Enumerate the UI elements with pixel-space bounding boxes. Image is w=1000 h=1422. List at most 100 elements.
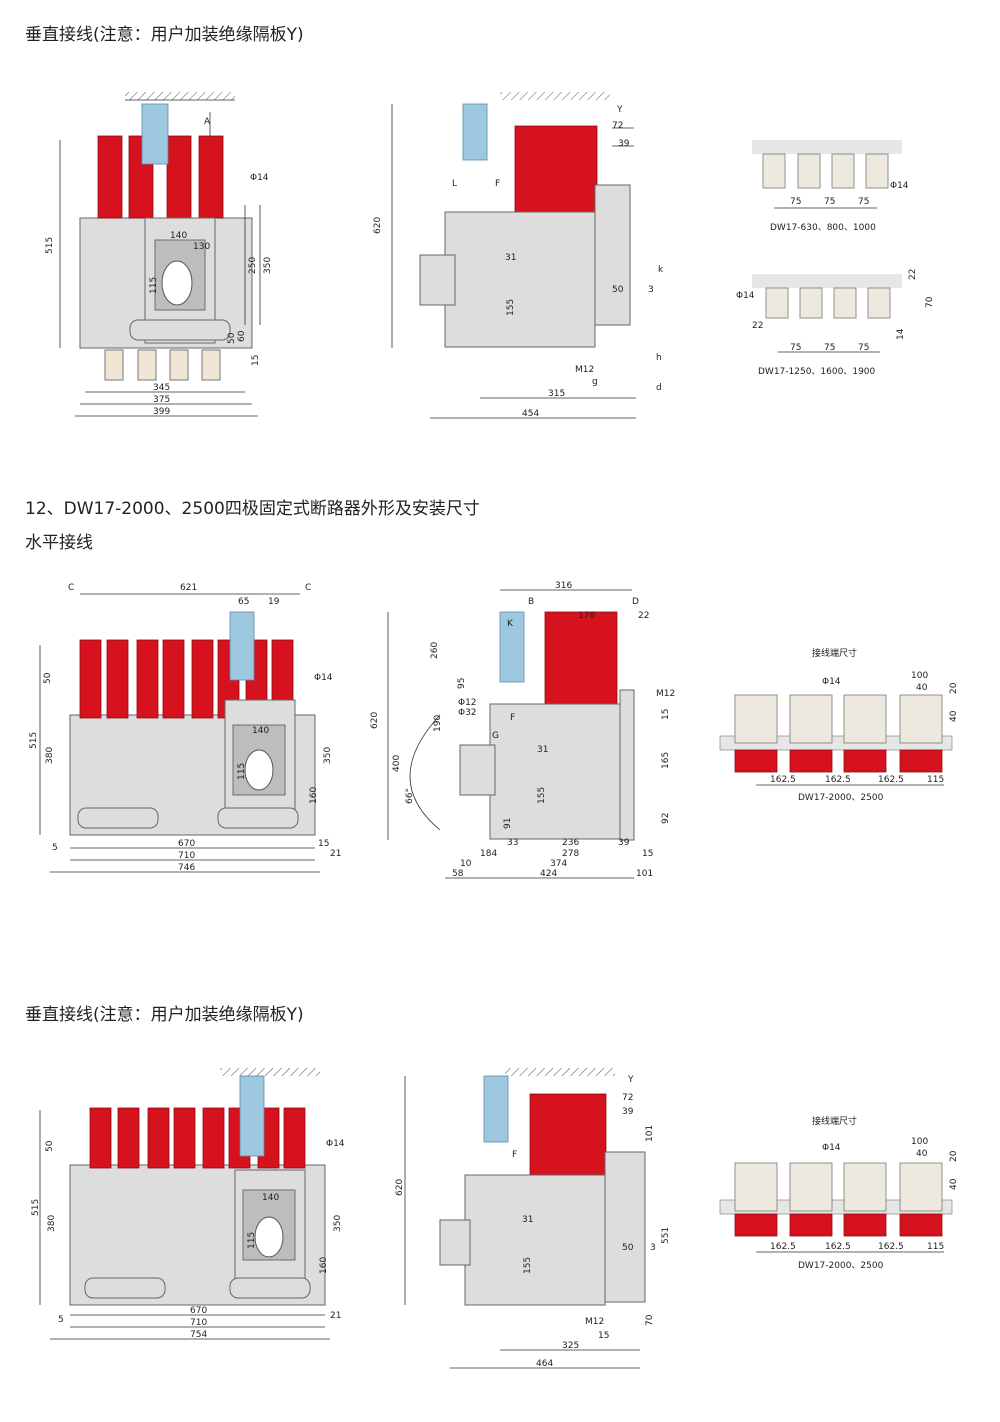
dim-101: 101: [645, 1125, 655, 1142]
dim-D: D: [632, 597, 639, 607]
dim-14: 14: [896, 328, 906, 340]
dim-15: 15: [318, 839, 329, 849]
dim-19: 19: [268, 597, 280, 607]
dim-454: 454: [522, 409, 539, 419]
heading-section-12: 12、DW17-2000、2500四极固定式断路器外形及安装尺寸: [25, 499, 480, 519]
dim-115: 115: [149, 277, 159, 294]
dim-380: 380: [47, 1215, 57, 1232]
dim-phi14: Φ14: [314, 673, 333, 683]
dim-10: 10: [460, 859, 472, 869]
label-G: G: [492, 731, 499, 741]
dim-155: 155: [506, 299, 516, 316]
pitch-1-b: 162.5: [770, 1242, 796, 1252]
dim-50: 50: [622, 1243, 634, 1253]
dim-h: h: [656, 353, 662, 363]
dim-31: 31: [537, 745, 548, 755]
dim-464: 464: [536, 1359, 553, 1369]
dim-165: 165: [661, 752, 671, 769]
dim-710: 710: [178, 851, 195, 861]
dim-M12: M12: [656, 689, 675, 699]
dim-20-b: 20: [949, 1150, 959, 1162]
label-F: F: [495, 179, 500, 189]
dim-phi14: Φ14: [890, 181, 909, 191]
dim-k: k: [658, 265, 664, 275]
dim-250: 250: [248, 257, 258, 274]
dim-75-a: 75: [790, 197, 801, 207]
dim-phi14-b: Φ14: [736, 291, 755, 301]
pitch-1: 162.5: [770, 775, 796, 785]
diagram-3-side-view: Y 72 39 101 620 551 50 3 31 155 M12 15 7…: [395, 1068, 671, 1369]
dim-39: 39: [622, 1107, 634, 1117]
dim-72: 72: [622, 1093, 633, 1103]
dim-710: 710: [190, 1318, 207, 1328]
dim-746: 746: [178, 863, 195, 873]
dim-39: 39: [618, 139, 630, 149]
dim-515: 515: [29, 732, 39, 749]
dim-22: 22: [908, 269, 918, 280]
dim-5: 5: [52, 843, 58, 853]
dim-260: 260: [430, 642, 440, 659]
dim-22b: 22: [752, 321, 763, 331]
dim-40b: 40: [949, 710, 959, 722]
dim-39: 39: [618, 838, 630, 848]
dim-60: 60: [237, 330, 247, 342]
dim-350: 350: [323, 747, 333, 764]
dim-620: 620: [395, 1179, 405, 1196]
dim-551: 551: [661, 1227, 671, 1244]
dim-21: 21: [330, 849, 341, 859]
dim-350: 350: [333, 1215, 343, 1232]
dim-3: 3: [648, 285, 654, 295]
dim-75-b: 75: [824, 197, 835, 207]
dim-40: 40: [916, 683, 928, 693]
dim-620: 620: [370, 712, 380, 729]
dim-621: 621: [180, 583, 197, 593]
dim-95: 95: [457, 678, 467, 689]
diagram-3-front-view: 50 Φ14 515 380 140 115 350 160 5 670 710…: [31, 1068, 345, 1340]
dim-phi14: Φ14: [250, 173, 269, 183]
dim-75-e: 75: [824, 343, 835, 353]
dim-50: 50: [45, 1140, 55, 1152]
dim-101: 101: [636, 869, 653, 879]
dim-66-deg: 66°: [405, 788, 415, 804]
dim-620: 620: [373, 217, 383, 234]
dim-350: 350: [263, 257, 273, 274]
dim-92: 92: [661, 813, 671, 824]
dim-75-c: 75: [858, 197, 869, 207]
dim-236: 236: [562, 838, 579, 848]
dim-515: 515: [45, 237, 55, 254]
dim-670: 670: [178, 839, 195, 849]
dim-58: 58: [452, 869, 464, 879]
dim-130: 130: [193, 242, 210, 252]
dim-160: 160: [319, 1257, 329, 1274]
label-F: F: [512, 1150, 517, 1160]
terminals-title: 接线端尺寸: [812, 647, 857, 659]
diagram-3-terminals: 接线端尺寸 100 40 20 40 Φ14 162.5 162.5 162.5…: [719, 1115, 959, 1271]
dim-70: 70: [645, 1314, 655, 1326]
dim-316: 316: [555, 581, 572, 591]
label-K: K: [507, 619, 514, 629]
dim-15: 15: [598, 1331, 609, 1341]
dim-65: 65: [238, 597, 249, 607]
dim-5: 5: [58, 1315, 64, 1325]
dim-40-d: 40: [949, 1178, 959, 1190]
dim-15: 15: [661, 709, 671, 720]
dim-100-b: 100: [911, 1137, 928, 1147]
dim-75-f: 75: [858, 343, 869, 353]
diagram-2-side-view: 316 B D 178 22 K 260 620 95 400 190 66° …: [370, 581, 675, 879]
dim-50: 50: [43, 672, 53, 684]
diagram-1-front-view: 515 345 375 399 140 130 115 250 350 60 1…: [45, 92, 273, 417]
dim-140: 140: [262, 1193, 279, 1203]
dim-75-d: 75: [790, 343, 801, 353]
dim-754: 754: [190, 1330, 207, 1340]
dim-phi32: Φ32: [458, 708, 477, 718]
dim-50: 50: [612, 285, 624, 295]
pitch-2-b: 162.5: [825, 1242, 851, 1252]
diagram-1-side-view: 620 Y 72 39 k 50 3 31 155 M12 h g d 315 …: [373, 92, 664, 419]
diagram-2-terminals: 接线端尺寸 100 40 20 40 Φ14 162.5 162.5 162.5…: [719, 647, 959, 803]
dim-140: 140: [252, 726, 269, 736]
dim-155: 155: [537, 787, 547, 804]
dim-140: 140: [170, 231, 187, 241]
dim-31: 31: [505, 253, 516, 263]
dim-phi14: Φ14: [326, 1139, 345, 1149]
